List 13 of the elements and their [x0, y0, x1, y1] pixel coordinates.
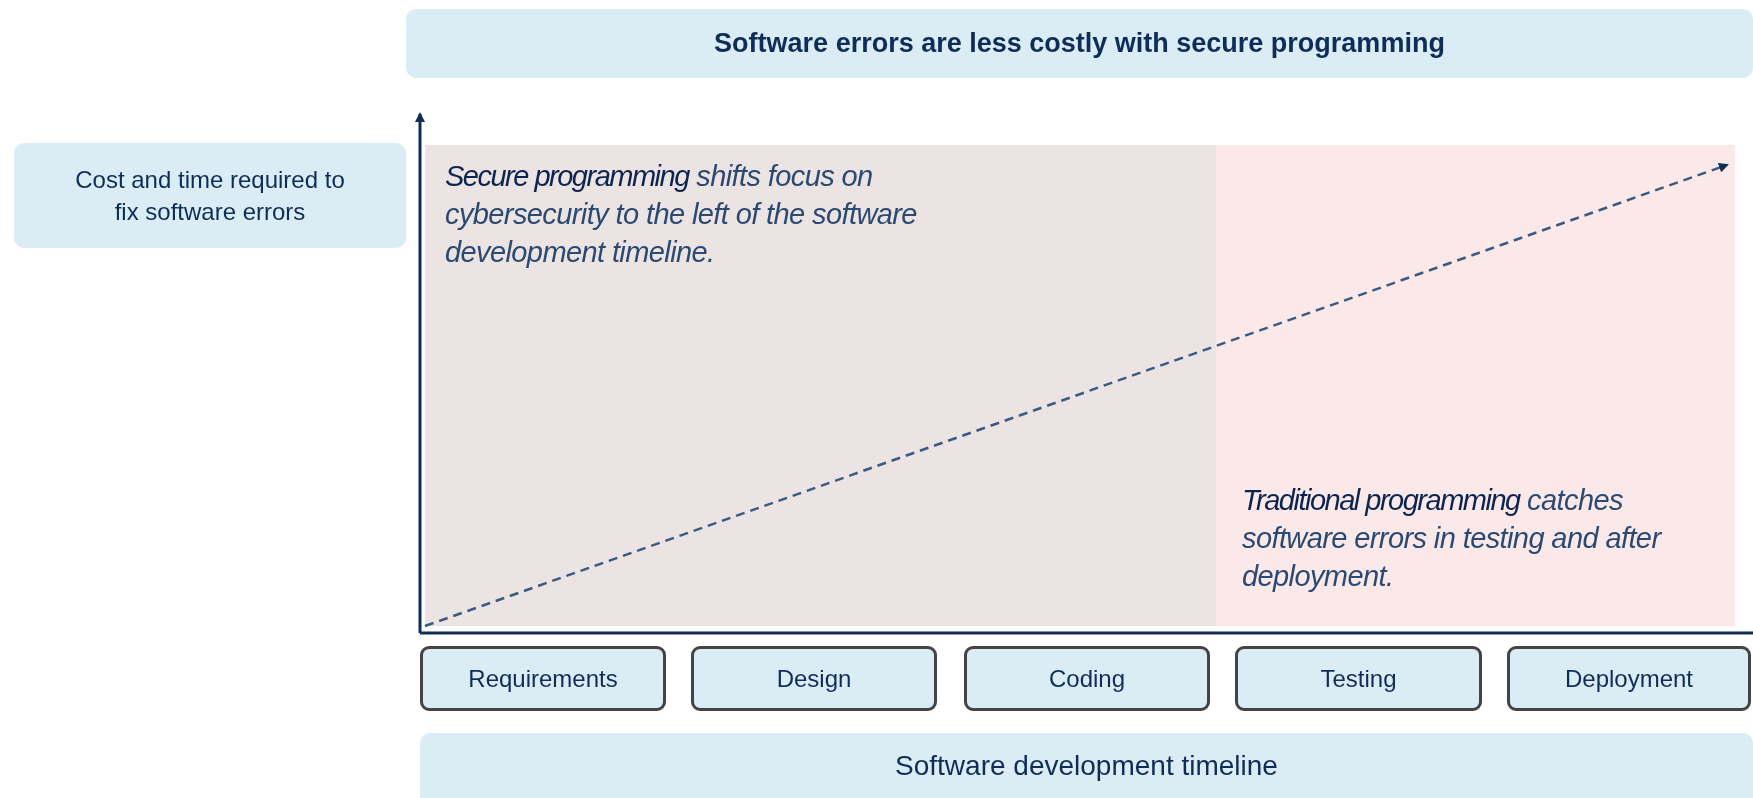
phase-box: Testing: [1235, 646, 1482, 711]
dashed-arrow: [424, 162, 1729, 628]
axis-label-box: Cost and time required to fix software errors: [14, 143, 406, 248]
timeline-label-box: Software development timeline: [420, 733, 1753, 798]
phase-box: Design: [691, 646, 937, 711]
title-banner: Software errors are less costly with secure programming: [406, 9, 1753, 78]
shaded-region: [1216, 145, 1735, 626]
shaded-region: [425, 145, 1216, 626]
phase-box: Requirements: [420, 646, 666, 711]
description-text: Traditional programming catches software errors in testing and after deployment.: [1242, 483, 1662, 594]
phase-box: Deployment: [1507, 646, 1751, 711]
phase-box: Coding: [964, 646, 1210, 711]
description-text: Secure programming shifts focus on cybersecurity to the left of the software development timeline.: [445, 159, 918, 270]
